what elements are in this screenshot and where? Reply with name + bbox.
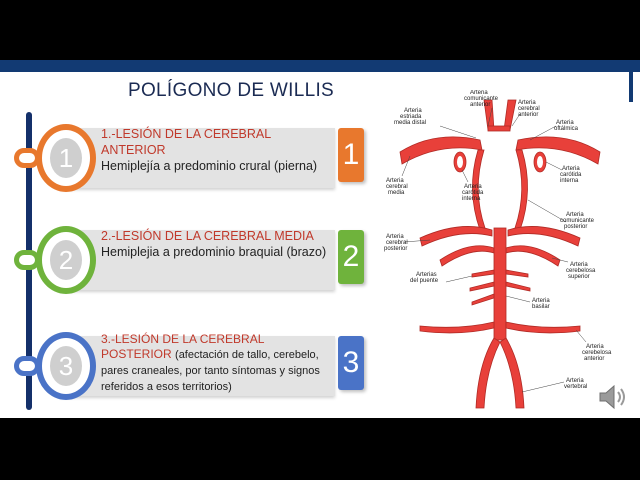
label-cerebral-anterior: Arteria cerebral anterior [518, 100, 541, 118]
label-comunicante-anterior: Arteria comunicante anterior [464, 90, 500, 108]
item-band [60, 128, 335, 188]
item-band [60, 230, 335, 290]
item-band [60, 336, 335, 396]
item-heading: 2.-LESIÓN DE LA CEREBRAL MEDIA [101, 229, 314, 243]
lesion-item-media: 2 2.-LESIÓN DE LA CEREBRAL MEDIA Hemiple… [0, 220, 370, 300]
label-carotida-interna-left: Arteria carótida interna [462, 184, 485, 202]
number-badge: 2 [338, 230, 364, 284]
number-badge: 1 [338, 128, 364, 182]
item-body: Hemiplejia a predominio braquial (brazo) [101, 245, 327, 259]
number-circle: 2 [50, 240, 82, 280]
number-badge: 3 [338, 336, 364, 390]
lesion-item-anterior: 1 1.-LESIÓN DE LA CEREBRAL ANTERIOR Hemi… [0, 118, 370, 198]
label-vertebral: Arteria vertebral [564, 378, 587, 390]
slide-top-bar [0, 60, 640, 72]
label-cerebelosa-anterior: Arteria cerebelosa anterior [582, 344, 613, 362]
item-body: (afectación de tallo, cerebelo, pares cr… [101, 349, 320, 393]
lesion-item-posterior: 3 3.-LESIÓN DE LA CEREBRAL POSTERIOR (af… [0, 326, 370, 406]
item-heading: 3.-LESIÓN DE LA CEREBRAL POSTERIOR [101, 332, 264, 361]
label-cerebral-posterior: Arteria cerebral posterior [384, 234, 409, 252]
item-heading: 1.-LESIÓN DE LA CEREBRAL ANTERIOR [101, 127, 271, 157]
label-comunicante-posterior: Arteria comunicante posterior [560, 212, 596, 230]
label-estriada: Arteria estriada media distal [394, 108, 426, 126]
label-oftalmica: Arteria oftálmica [554, 120, 579, 132]
label-cerebral-media: Arteria cerebral media [386, 178, 409, 196]
number-ring: 1 [36, 124, 96, 192]
number-ring: 3 [36, 332, 96, 400]
number-ring: 2 [36, 226, 96, 294]
item-text: 1.-LESIÓN DE LA CEREBRAL ANTERIOR Hemipl… [101, 126, 333, 174]
item-body: Hemiplejía a predominio crural (pierna) [101, 159, 318, 173]
item-text: 2.-LESIÓN DE LA CEREBRAL MEDIA Hemipleji… [101, 228, 333, 260]
slide-title: POLÍGONO DE WILLIS [128, 80, 335, 101]
slide-top-bar-edge [629, 72, 633, 102]
slide: POLÍGONO DE WILLIS 1 1.-LESIÓN DE LA CER… [0, 60, 640, 418]
item-text: 3.-LESIÓN DE LA CEREBRAL POSTERIOR (afec… [101, 332, 333, 395]
speaker-icon[interactable] [596, 382, 630, 412]
label-puente: Arterias del puente [410, 272, 439, 284]
number-circle: 3 [50, 346, 82, 386]
number-circle: 1 [50, 138, 82, 178]
label-basilar: Arteria basilar [532, 298, 551, 310]
label-cerebelosa-superior: Arteria cerebelosa superior [566, 262, 597, 280]
circle-of-willis-diagram: Arteria comunicante anterior Arteria est… [384, 90, 613, 409]
label-carotida-interna-right: Arteria carótida interna [560, 166, 583, 184]
